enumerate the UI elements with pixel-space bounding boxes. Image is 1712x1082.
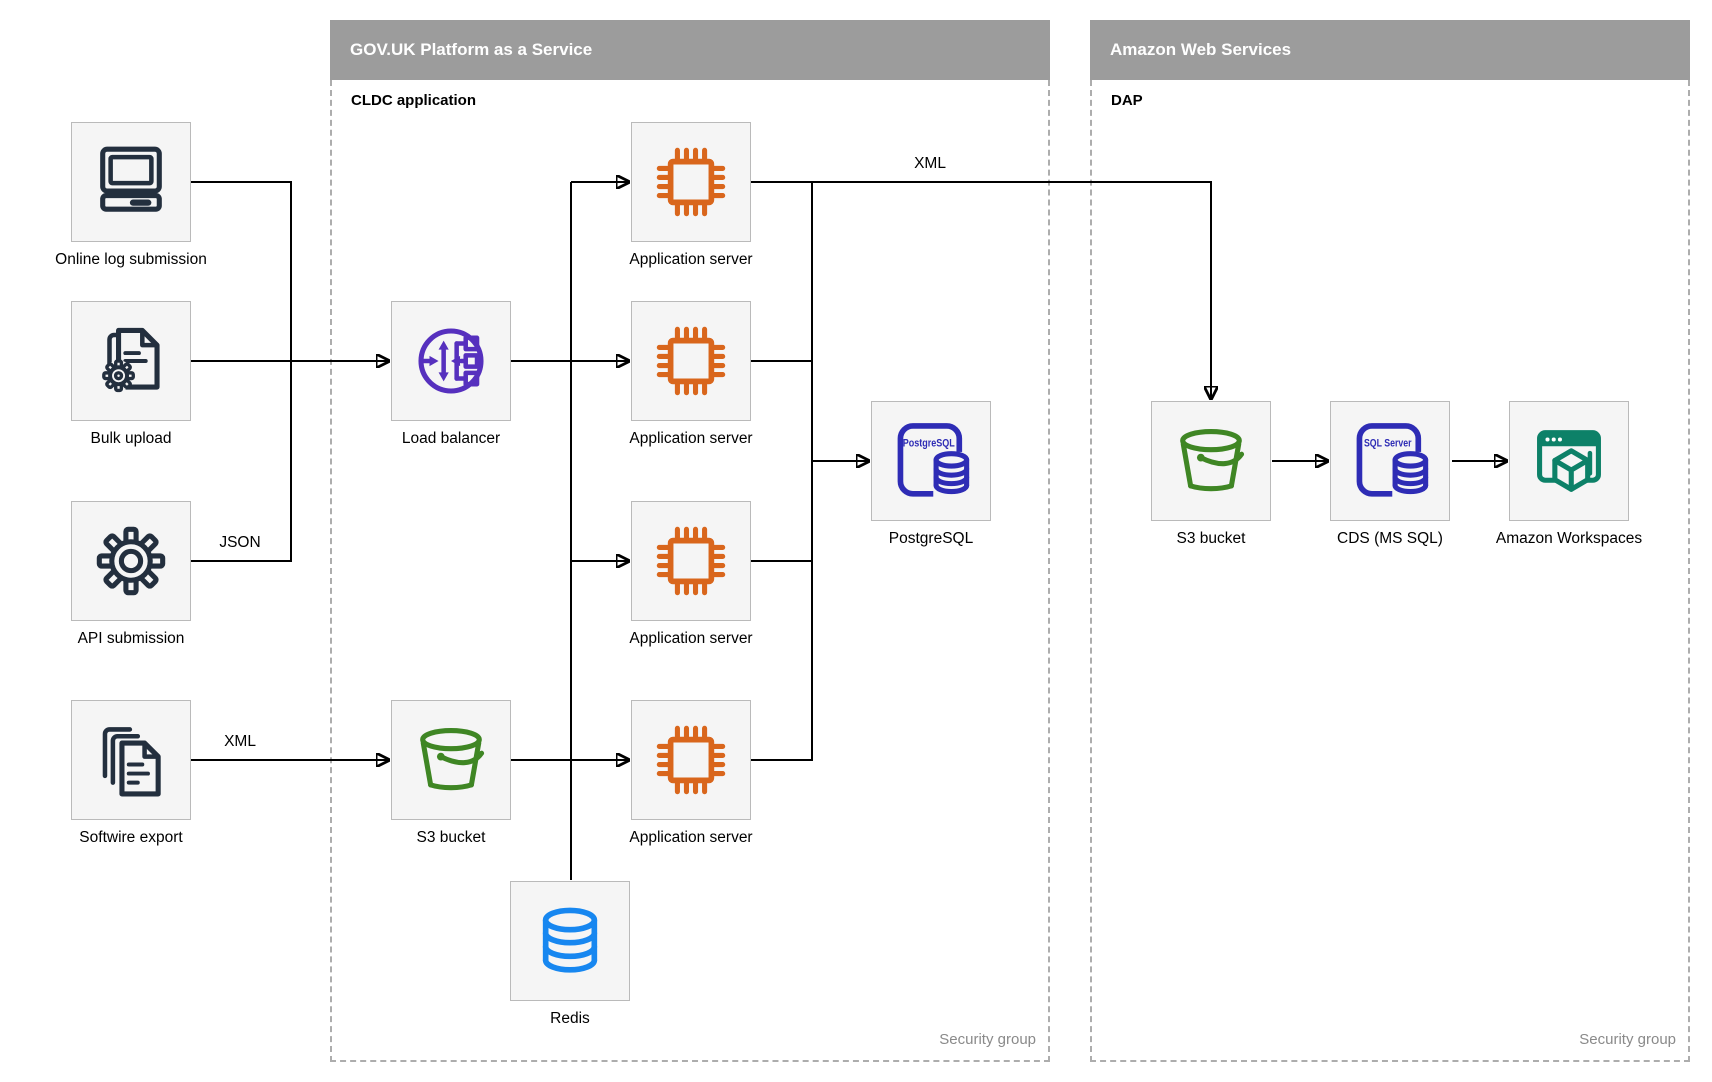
aws-title: Amazon Web Services xyxy=(1110,40,1292,59)
postgresql-badge-text: PostgreSQL xyxy=(903,437,955,449)
paas-container: GOV.UK Platform as a Service CLDC applic… xyxy=(330,20,1050,1062)
aws-container: Amazon Web Services DAP Security group xyxy=(1090,20,1690,1062)
redis-box xyxy=(510,881,630,1001)
s3-bucket-icon xyxy=(420,728,485,791)
app-server-box xyxy=(631,700,751,820)
chip-icon xyxy=(656,147,726,217)
sql-server-badge-text: SQL Server xyxy=(1364,437,1412,449)
sql-server-db-icon: SQL Server xyxy=(1356,423,1433,500)
chip-icon xyxy=(656,326,726,396)
postgresql-db-icon: PostgreSQL xyxy=(897,423,974,500)
edge-online-log-to-junction xyxy=(191,181,292,361)
redis-db-icon xyxy=(542,907,598,973)
s3-bucket-box xyxy=(1151,401,1271,521)
softwire-export-box xyxy=(71,700,191,820)
node-label: PostgreSQL xyxy=(888,530,974,547)
load-balancer-icon xyxy=(418,328,484,394)
paas-title: GOV.UK Platform as a Service xyxy=(350,40,593,59)
api-submission-box xyxy=(71,501,191,621)
paas-security-group-boundary: CLDC application Security group xyxy=(330,80,1050,1062)
online-log-box xyxy=(71,122,191,242)
node-softwire-export: Softwire export xyxy=(71,700,191,846)
node-label: Softwire export xyxy=(79,829,183,846)
edge-label-json: JSON xyxy=(219,534,261,551)
node-label: Application server xyxy=(629,829,753,846)
node-postgresql: PostgreSQL PostgreSQL xyxy=(871,401,991,547)
workspaces-icon xyxy=(1537,430,1601,492)
node-label: Amazon Workspaces xyxy=(1495,530,1643,547)
computer-icon xyxy=(100,146,162,212)
node-cds-mssql: SQL Server CDS (MS SQL) xyxy=(1330,401,1450,547)
node-label: Application server xyxy=(629,430,753,447)
node-label: S3 bucket xyxy=(1176,530,1246,547)
gear-icon xyxy=(96,526,166,596)
bulk-upload-box xyxy=(71,301,191,421)
workspaces-box xyxy=(1509,401,1629,521)
edge-label-xml-softwire: XML xyxy=(224,733,256,750)
node-online-log-submission: Online log submission xyxy=(55,122,207,268)
node-app-server-2: Application server xyxy=(629,301,753,447)
node-label: Bulk upload xyxy=(90,430,172,447)
aws-security-group-label: Security group xyxy=(1579,1031,1676,1048)
cds-box: SQL Server xyxy=(1330,401,1450,521)
paas-sublabel: CLDC application xyxy=(351,92,477,109)
app-server-box xyxy=(631,301,751,421)
postgresql-box: PostgreSQL xyxy=(871,401,991,521)
paas-security-group-label: Security group xyxy=(939,1031,1036,1048)
app-server-box xyxy=(631,122,751,242)
node-redis: Redis xyxy=(510,881,630,1027)
s3-bucket-box xyxy=(391,700,511,820)
node-bulk-upload: Bulk upload xyxy=(71,301,191,447)
node-label: Application server xyxy=(629,630,753,647)
chip-icon xyxy=(656,725,726,795)
node-label: CDS (MS SQL) xyxy=(1337,530,1443,547)
aws-sublabel: DAP xyxy=(1111,92,1143,109)
node-api-submission: API submission xyxy=(71,501,191,647)
edge-label-xml-aws: XML xyxy=(914,155,946,172)
load-balancer-box xyxy=(391,301,511,421)
s3-bucket-icon xyxy=(1180,429,1245,492)
chip-icon xyxy=(656,526,726,596)
node-label: Application server xyxy=(629,251,753,268)
aws-security-group-boundary: DAP Security group xyxy=(1090,80,1690,1062)
node-app-server-3: Application server xyxy=(629,501,753,647)
node-label: API submission xyxy=(77,630,185,647)
paas-header: GOV.UK Platform as a Service xyxy=(330,20,1050,80)
aws-header: Amazon Web Services xyxy=(1090,20,1690,80)
node-amazon-workspaces: Amazon Workspaces xyxy=(1496,401,1642,547)
documents-stack-icon xyxy=(102,727,161,797)
node-s3-bucket-paas: S3 bucket xyxy=(391,700,511,846)
node-load-balancer: Load balancer xyxy=(391,301,511,447)
node-s3-bucket-aws: S3 bucket xyxy=(1151,401,1271,547)
document-gear-icon xyxy=(102,327,160,393)
edge-api-to-junction xyxy=(191,361,292,562)
app-server-box xyxy=(631,501,751,621)
node-label: Load balancer xyxy=(401,430,501,447)
node-label: Redis xyxy=(550,1010,590,1027)
node-app-server-4: Application server xyxy=(629,700,753,846)
node-label: S3 bucket xyxy=(416,829,486,846)
node-label: Online log submission xyxy=(55,251,207,268)
node-app-server-1: Application server xyxy=(629,122,753,268)
